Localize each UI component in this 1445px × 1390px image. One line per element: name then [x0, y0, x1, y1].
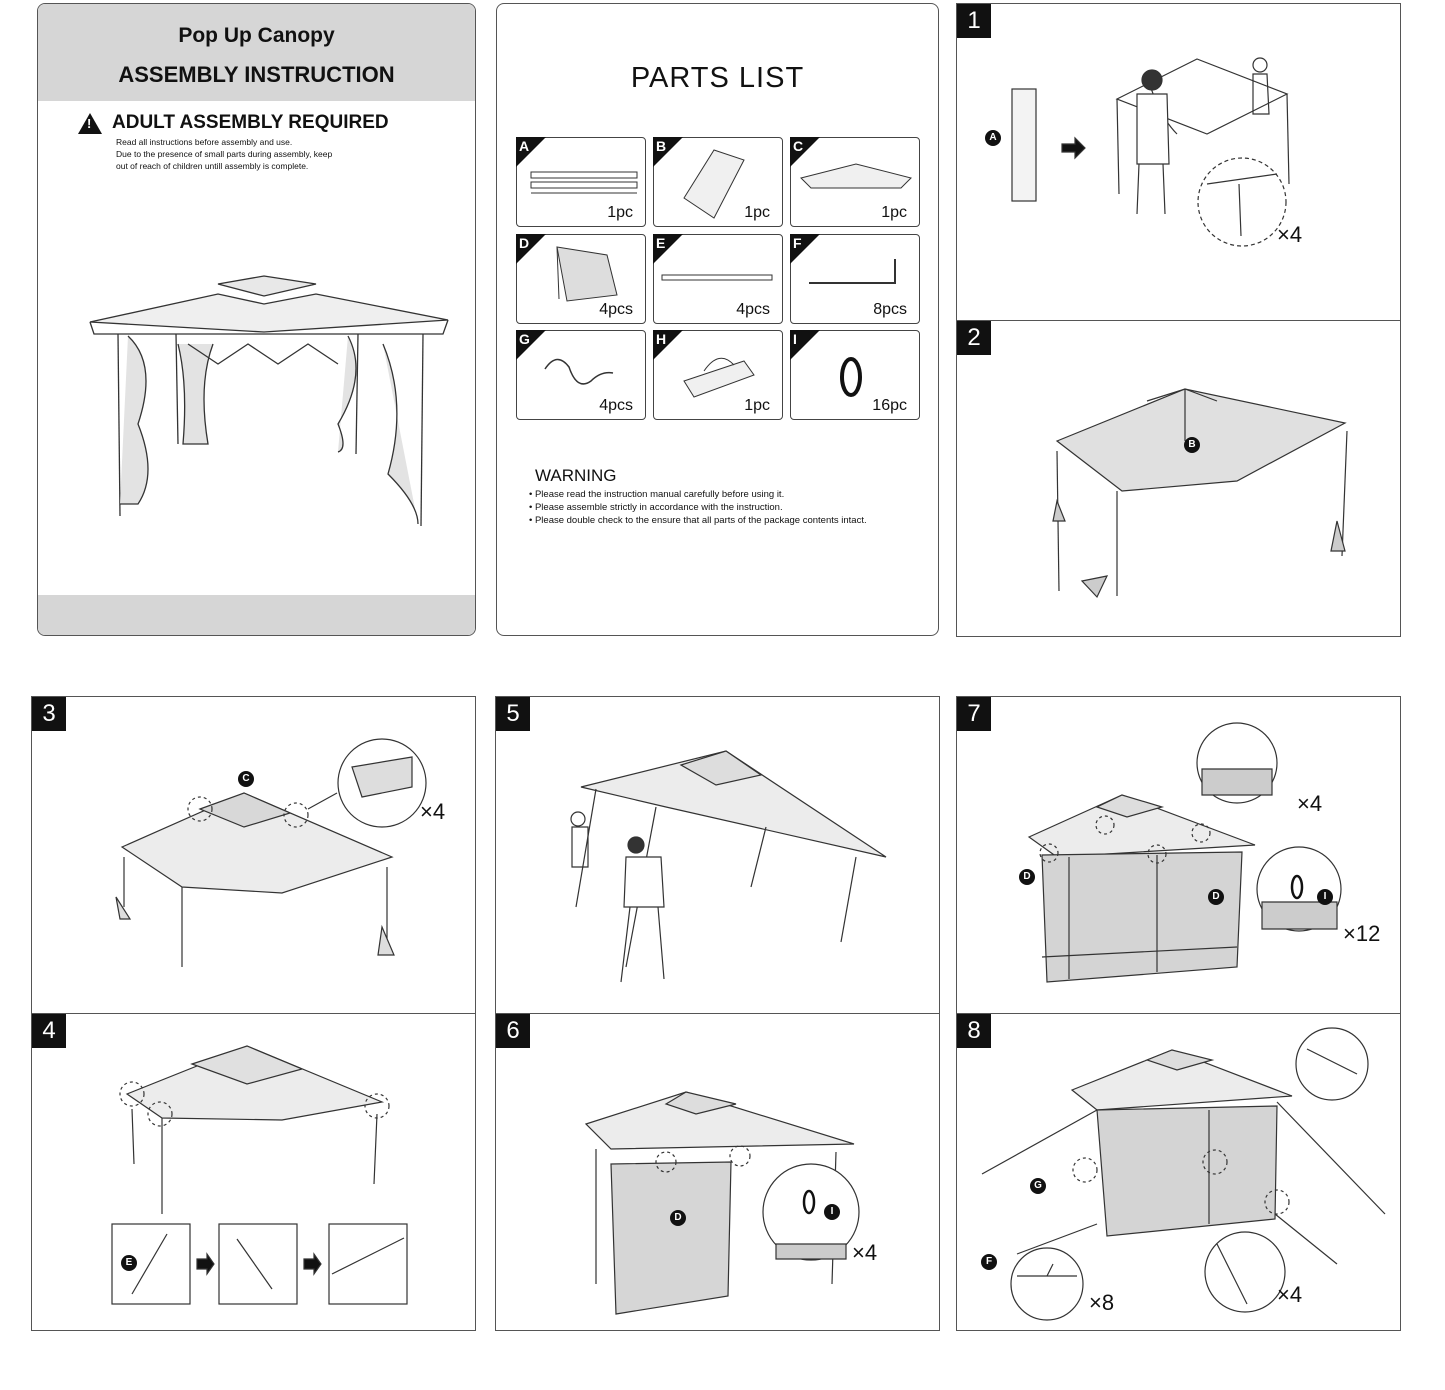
stake-icon [809, 259, 896, 284]
bar-icon [661, 274, 773, 281]
part-i-label: I [824, 1204, 840, 1220]
step-5-panel: 5 [495, 696, 940, 1014]
part-g: G 4pcs [516, 330, 646, 420]
part-qty: 4pcs [736, 301, 770, 318]
parts-warning-line-3: • Please double check to the ensure that… [529, 515, 867, 526]
unfold-frame-illustration [1011, 57, 1290, 247]
part-b: B 1pc [653, 137, 783, 227]
part-letter: H [656, 331, 667, 347]
part-letter: F [793, 235, 802, 251]
part-letter: I [793, 331, 797, 347]
canopy-top-icon [683, 149, 745, 219]
secure-ropes-illustration [981, 1027, 1386, 1321]
step-7-multiplier-12: ×12 [1343, 921, 1381, 946]
step-8-multiplier-4: ×4 [1277, 1282, 1303, 1307]
step-number: 5 [496, 697, 530, 731]
cover-title: ASSEMBLY INSTRUCTION [118, 62, 395, 87]
step-3-panel: 3 C ×4 [31, 696, 476, 1014]
cover-footer-band [38, 595, 475, 635]
step-number: 3 [32, 697, 66, 731]
raise-legs-illustration [570, 750, 887, 983]
step-3-multiplier: ×4 [420, 799, 446, 824]
part-g-label: G [1030, 1178, 1046, 1194]
frame-icon [530, 171, 638, 194]
part-qty: 4pcs [599, 397, 633, 414]
top-cover-icon [800, 163, 912, 189]
part-qty: 4pcs [599, 301, 633, 318]
part-c: C 1pc [790, 137, 920, 227]
step-6-panel: 6 D I ×4 [495, 1013, 940, 1331]
step-number: 1 [957, 4, 991, 38]
hang-netting-illustration [584, 1091, 860, 1315]
step-7-multiplier-4: ×4 [1297, 791, 1323, 816]
netting-icon [556, 246, 618, 302]
step-number: 2 [957, 321, 991, 355]
attach-netting-illustration [1027, 722, 1342, 983]
step-number: 4 [32, 1014, 66, 1048]
carry-bag-icon [683, 357, 755, 398]
part-b-label: B [1184, 437, 1200, 453]
step-8-panel: 8 G F ×8 ×4 [956, 1013, 1401, 1331]
part-qty: 8pcs [873, 301, 907, 318]
warning-triangle-icon: ! [78, 112, 102, 134]
warning-line-1: Read all instructions before assembly an… [116, 137, 293, 147]
warning-heading: ADULT ASSEMBLY REQUIRED [112, 112, 389, 133]
part-letter: C [793, 138, 804, 154]
warning-line-3: out of reach of children untill assembly… [116, 161, 309, 171]
cover-subtitle: Pop Up Canopy [178, 24, 335, 47]
step-8-multiplier-8: ×8 [1089, 1290, 1115, 1315]
carabiner-icon [840, 357, 862, 397]
parts-warning-title: WARNING [535, 466, 617, 485]
part-h: H 1pc [653, 330, 783, 420]
part-f-label: F [981, 1254, 997, 1270]
part-f: F 8pcs [790, 234, 920, 324]
part-i-label: I [1317, 889, 1333, 905]
part-qty: 16pc [872, 397, 907, 414]
part-letter: E [656, 235, 666, 251]
part-a-label: A [985, 130, 1001, 146]
step-7-panel: 7 D D I ×4 ×12 [956, 696, 1401, 1014]
part-letter: D [519, 235, 530, 251]
part-e: E 4pcs [653, 234, 783, 324]
part-a: A 1pc [516, 137, 646, 227]
step-number: 7 [957, 697, 991, 731]
step-6-multiplier: ×4 [852, 1240, 878, 1265]
step-2-panel: 2 B [956, 320, 1401, 637]
part-c-label: C [238, 771, 254, 787]
part-letter: A [519, 138, 530, 154]
parts-warning-line-1: • Please read the instruction manual car… [529, 489, 785, 500]
part-d: D 4pcs [516, 234, 646, 324]
part-d-label-right: D [1208, 889, 1224, 905]
part-d-label: D [670, 1210, 686, 1226]
adult-assembly-warning: ! ADULT ASSEMBLY REQUIRED [78, 112, 389, 134]
step-1-multiplier: ×4 [1277, 222, 1303, 247]
part-d-label-left: D [1019, 869, 1035, 885]
step-4-panel: 4 E [31, 1013, 476, 1331]
part-qty: 1pc [607, 204, 633, 221]
step-number: 8 [957, 1014, 991, 1048]
part-e-label: E [121, 1255, 137, 1271]
part-qty: 1pc [744, 204, 770, 221]
parts-list-panel: PARTS LIST A 1pc B 1pc C 1pc D 4pcs E 4p… [496, 3, 939, 636]
lock-frame-illustration [111, 1045, 408, 1305]
part-qty: 1pc [744, 397, 770, 414]
parts-list-title: PARTS LIST [630, 62, 805, 94]
step-number: 6 [496, 1014, 530, 1048]
part-i: I 16pc [790, 330, 920, 420]
step-1-panel: 1 A ×4 [956, 3, 1401, 321]
part-letter: G [519, 331, 530, 347]
part-qty: 1pc [881, 204, 907, 221]
cover-panel: Pop Up Canopy ASSEMBLY INSTRUCTION ! ADU… [37, 3, 476, 636]
parts-warning-line-2: • Please assemble strictly in accordance… [529, 502, 783, 513]
canopy-attach-illustration [1052, 388, 1348, 599]
cover-header-band [38, 4, 475, 101]
warning-line-2: Due to the presence of small parts durin… [116, 149, 333, 159]
top-cover-illustration [115, 738, 427, 967]
rope-icon [544, 358, 614, 385]
gazebo-illustration [89, 275, 449, 527]
part-letter: B [656, 138, 667, 154]
